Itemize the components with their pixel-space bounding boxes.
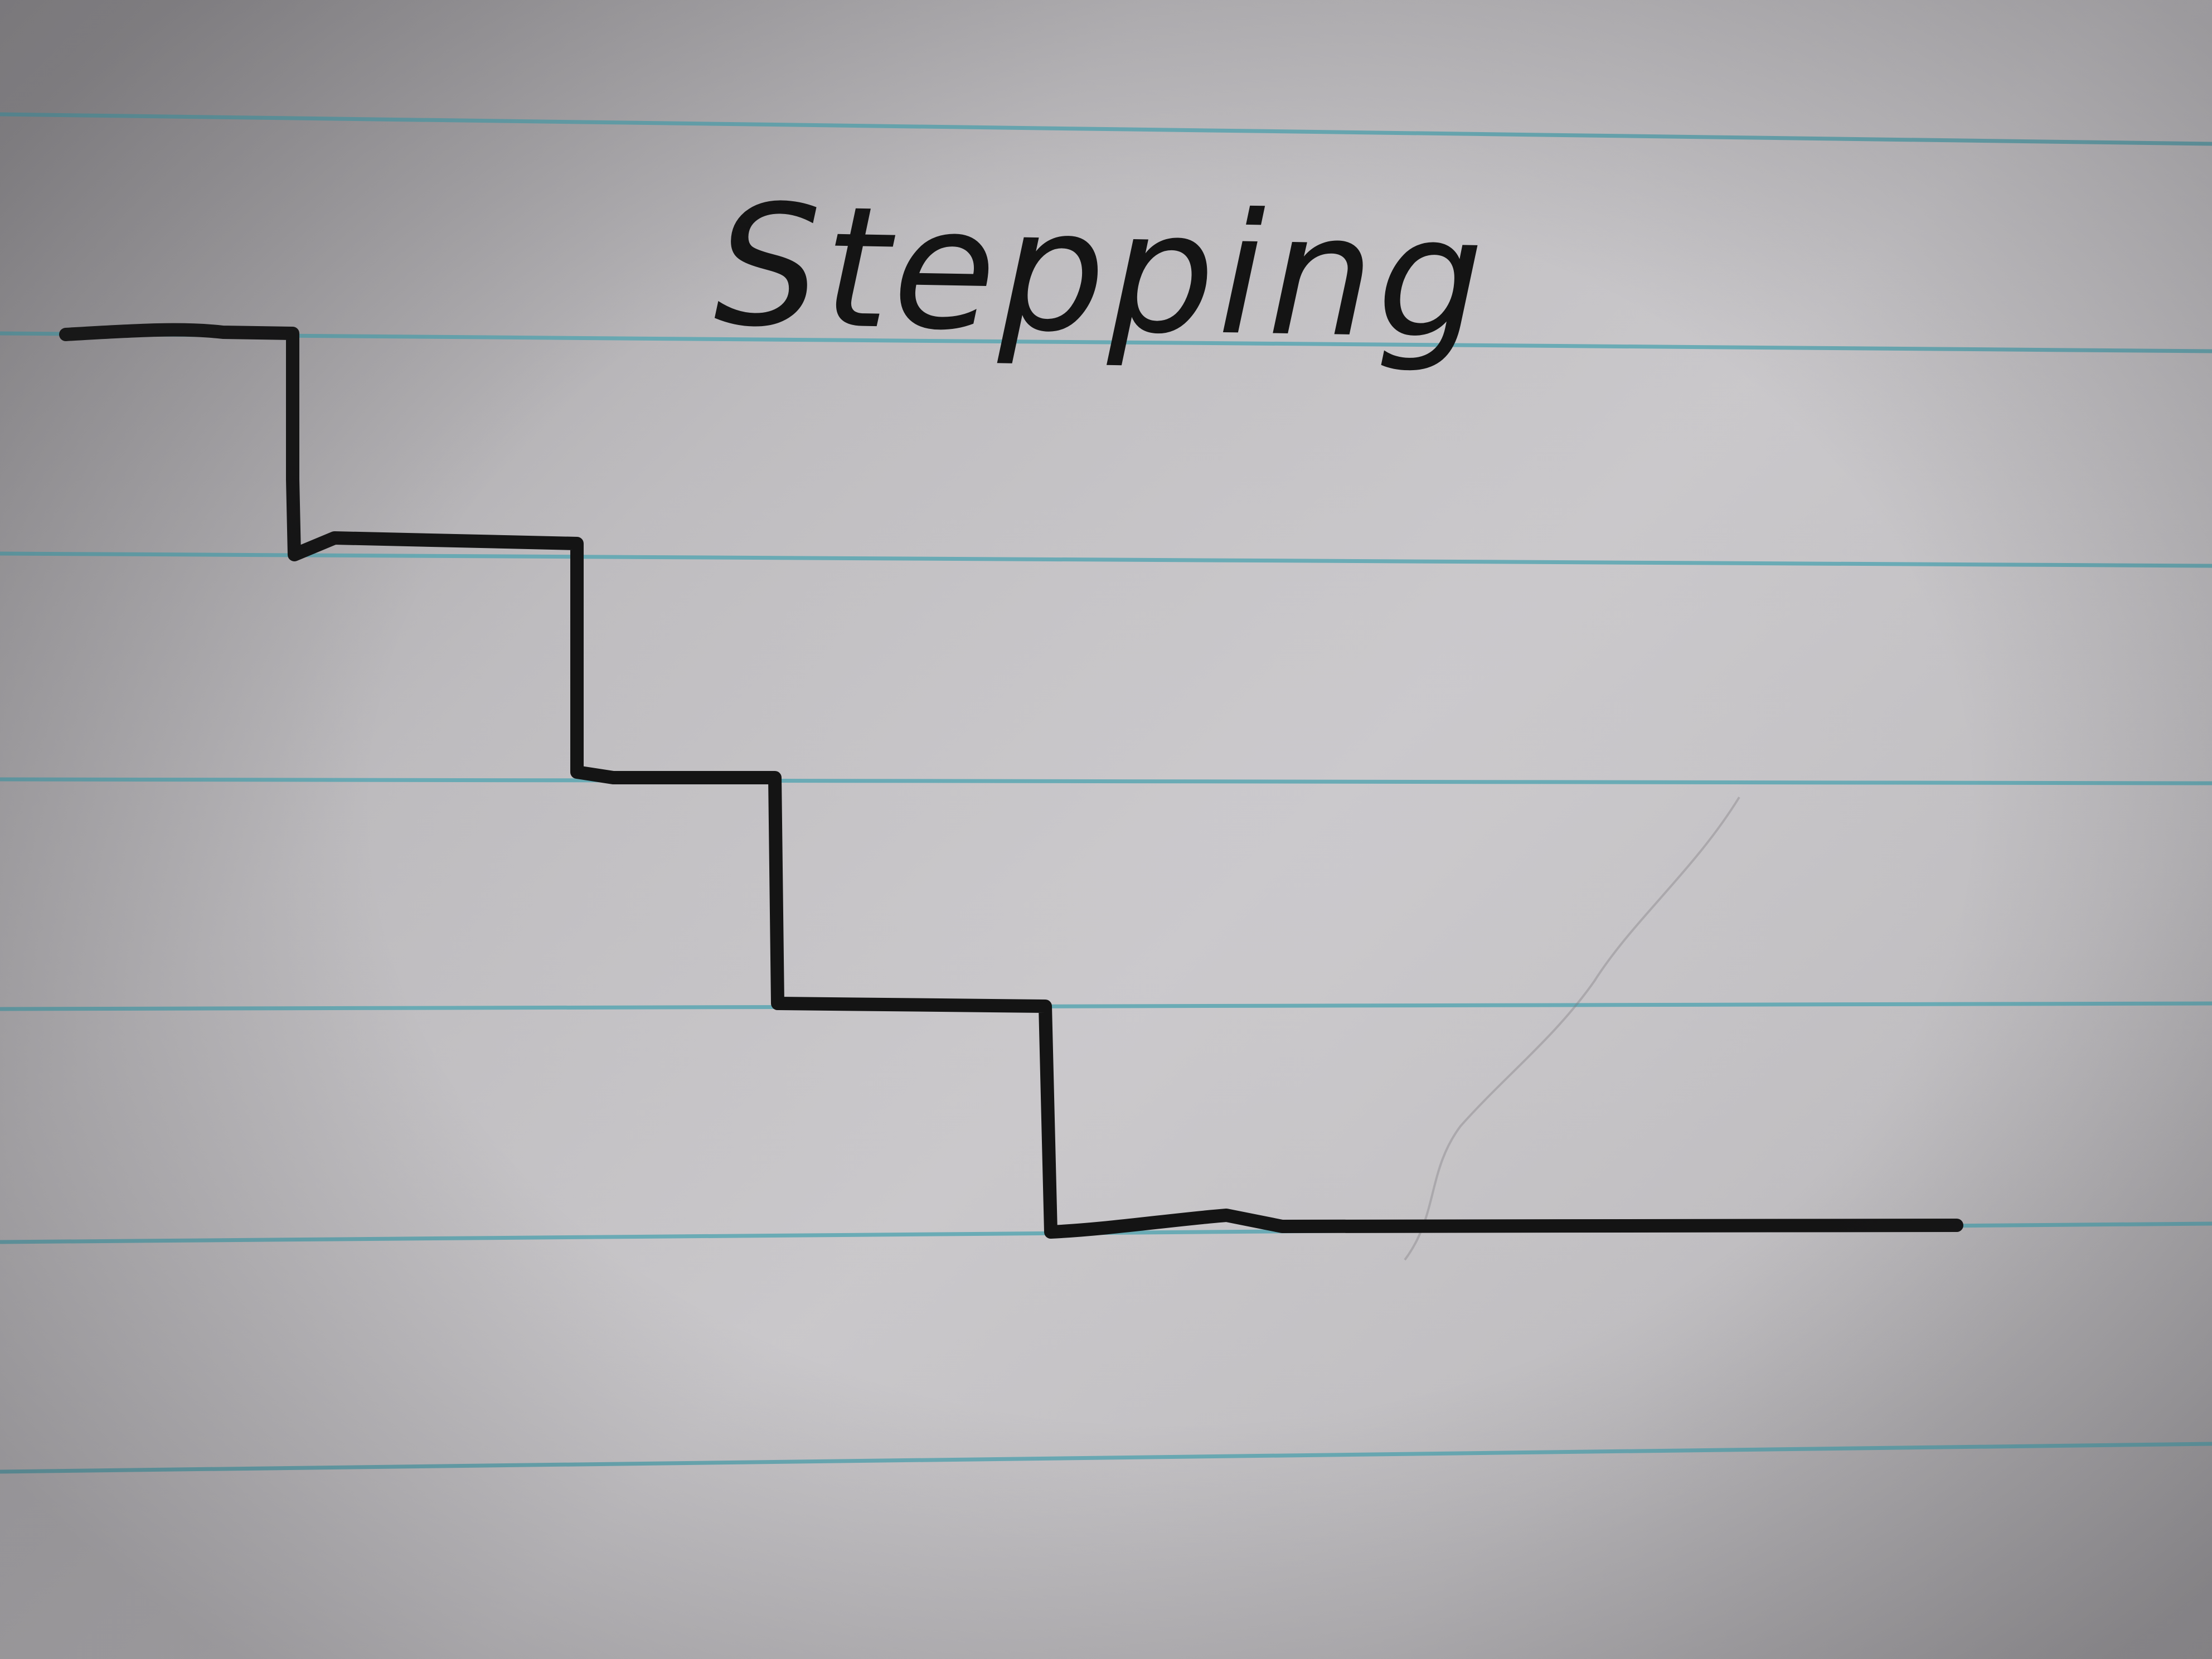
handwritten-title: Stepping (713, 168, 1488, 376)
rule-line (0, 1442, 2212, 1474)
paper-crease (1404, 796, 1740, 1261)
rule-line (0, 112, 2212, 146)
rule-line (0, 1001, 2212, 1011)
rule-line (0, 777, 2212, 785)
rule-line (0, 551, 2212, 568)
staircase-line (59, 323, 1963, 1239)
rule-line (0, 331, 2212, 353)
